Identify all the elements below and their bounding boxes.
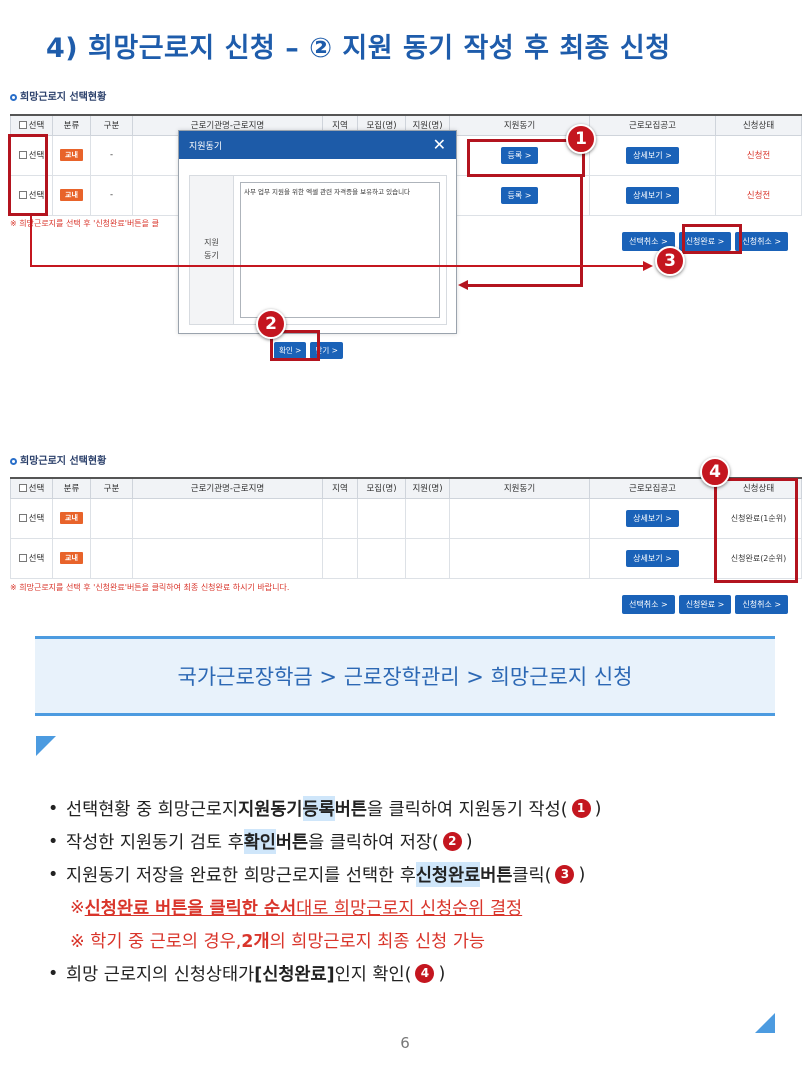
header-cell: 지원동기 bbox=[449, 477, 590, 499]
highlight-register-button bbox=[467, 139, 585, 177]
notice-detail-button[interactable]: 상세보기 > bbox=[626, 509, 679, 527]
confirm-button[interactable]: 확인 > bbox=[274, 342, 307, 359]
deselect-button[interactable]: 선택취소 > bbox=[622, 595, 675, 614]
cancel-application-button[interactable]: 신청취소 > bbox=[735, 595, 789, 614]
highlight-status-column bbox=[714, 478, 798, 583]
modal-title: 지원동기 bbox=[189, 141, 223, 152]
table-header: 선택 분류 구분 근로기관명-근로지명 지역 모집(명) 지원(명) 지원동기 … bbox=[10, 477, 802, 499]
header-cell: 구분 bbox=[90, 477, 133, 499]
section-title-1: 희망근로지 선택현황 bbox=[10, 88, 106, 103]
header-select[interactable]: 선택 bbox=[10, 477, 53, 499]
instruction-note-2: ※ 희망근로지를 선택 후 '신청완료'버튼을 클릭하여 최종 신청완료 하시기… bbox=[10, 583, 290, 592]
circle-bullet-icon bbox=[10, 458, 17, 465]
header-cell: 분류 bbox=[52, 114, 91, 136]
breadcrumb: 국가근로장학금 > 근로장학관리 > 희망근로지 신청 bbox=[35, 636, 775, 716]
step-marker-1: 1 bbox=[566, 124, 596, 154]
connector-line bbox=[30, 216, 32, 266]
motive-register-button[interactable]: 등록 > bbox=[500, 146, 539, 164]
complete-button[interactable]: 신청완료 > bbox=[678, 595, 732, 614]
corner-triangle-decoration bbox=[36, 736, 56, 756]
highlight-select-column bbox=[8, 134, 48, 216]
type-cell: - bbox=[90, 174, 133, 216]
row-checkbox[interactable] bbox=[18, 514, 27, 522]
notice-detail-button[interactable]: 상세보기 > bbox=[626, 186, 679, 204]
highlight-confirm-button bbox=[270, 330, 320, 361]
page-title: 4) 희망근로지 신청 – ② 지원 동기 작성 후 최종 신청 bbox=[46, 33, 671, 64]
arrow-right-icon bbox=[643, 261, 653, 271]
row-select[interactable]: 선택 bbox=[10, 537, 53, 579]
table-row: 선택 교내 상세보기 > 신청완료(1순위) bbox=[10, 497, 802, 539]
header-cell: 지원(명) bbox=[405, 477, 450, 499]
type-cell: - bbox=[90, 134, 133, 176]
status-cell: 신청전 bbox=[715, 134, 802, 176]
section-title-2: 희망근로지 선택현황 bbox=[10, 452, 106, 467]
motive-textarea[interactable]: 사무 업무 지원을 위한 엑셀 관련 자격증을 보유하고 있습니다 bbox=[240, 182, 440, 318]
motive-register-button[interactable]: 등록 > bbox=[500, 186, 539, 204]
step-number-2: 2 bbox=[442, 832, 462, 851]
category-tag: 교내 bbox=[60, 189, 83, 201]
modal-buttons: 확인 > 닫기 > bbox=[274, 342, 343, 359]
header-cell: 신청상태 bbox=[715, 114, 802, 136]
category-tag: 교내 bbox=[60, 149, 83, 161]
corner-triangle-decoration bbox=[755, 1013, 775, 1033]
highlight-complete-button bbox=[682, 224, 742, 254]
header-select[interactable]: 선택 bbox=[10, 114, 53, 136]
connector-line bbox=[468, 284, 583, 287]
row-select[interactable]: 선택 bbox=[10, 497, 53, 539]
cancel-application-button[interactable]: 신청취소 > bbox=[735, 232, 789, 251]
step-number-1: 1 bbox=[571, 799, 591, 818]
step-number-3: 3 bbox=[555, 865, 575, 884]
action-buttons-1: 선택취소 > 신청완료 > 신청취소 > bbox=[622, 232, 789, 251]
connector-line bbox=[30, 265, 645, 267]
step-marker-4: 4 bbox=[700, 457, 730, 487]
header-cell: 근로기관명-근로지명 bbox=[132, 477, 323, 499]
modal-header: 지원동기 ✕ bbox=[179, 131, 456, 159]
step-marker-2: 2 bbox=[256, 309, 286, 339]
header-cell: 구분 bbox=[90, 114, 133, 136]
complete-button[interactable]: 신청완료 > bbox=[678, 232, 732, 251]
arrow-left-icon bbox=[458, 280, 468, 290]
select-all-checkbox[interactable] bbox=[18, 484, 27, 493]
step-number-4: 4 bbox=[415, 964, 435, 983]
status-cell: 신청완료(2순위) bbox=[715, 537, 802, 579]
action-buttons-2: 선택취소 > 신청완료 > 신청취소 > bbox=[622, 595, 789, 614]
select-all-checkbox[interactable] bbox=[18, 121, 27, 130]
header-cell: 모집(명) bbox=[357, 477, 406, 499]
list-item: • 지원동기 저장을 완료한 희망근로지를 선택한 후 신청완료 버튼 클릭(3… bbox=[48, 858, 601, 891]
header-cell: 근로모집공고 bbox=[589, 114, 716, 136]
row-checkbox[interactable] bbox=[18, 151, 27, 159]
bullet-icon: • bbox=[48, 831, 59, 852]
bullet-icon: • bbox=[48, 963, 59, 984]
row-checkbox[interactable] bbox=[18, 191, 27, 199]
connector-line bbox=[580, 176, 583, 286]
instruction-note-1: ※ 희망근로지를 선택 후 '신청완료'버튼을 클 bbox=[10, 219, 159, 228]
header-cell: 지역 bbox=[322, 477, 358, 499]
circle-bullet-icon bbox=[10, 94, 17, 101]
table-row: 선택 교내 상세보기 > 신청완료(2순위) bbox=[10, 537, 802, 579]
deselect-button[interactable]: 선택취소 > bbox=[622, 232, 675, 251]
row-checkbox[interactable] bbox=[18, 554, 27, 562]
header-cell: 분류 bbox=[52, 477, 91, 499]
bullet-icon: • bbox=[48, 864, 59, 885]
bullet-icon: • bbox=[48, 798, 59, 819]
close-icon[interactable]: ✕ bbox=[432, 135, 446, 154]
step-marker-3: 3 bbox=[655, 246, 685, 276]
notice-detail-button[interactable]: 상세보기 > bbox=[626, 146, 679, 164]
list-item: • 희망 근로지의 신청상태가 [신청완료]인지 확인(4) bbox=[48, 963, 446, 986]
page-number: 6 bbox=[400, 1034, 410, 1052]
selection-table-2: 선택 분류 구분 근로기관명-근로지명 지역 모집(명) 지원(명) 지원동기 … bbox=[10, 477, 802, 579]
category-tag: 교내 bbox=[60, 512, 83, 524]
notice-detail-button[interactable]: 상세보기 > bbox=[626, 549, 679, 567]
header-cell: 근로모집공고 bbox=[589, 477, 716, 499]
category-tag: 교내 bbox=[60, 552, 83, 564]
status-cell: 신청전 bbox=[715, 174, 802, 216]
